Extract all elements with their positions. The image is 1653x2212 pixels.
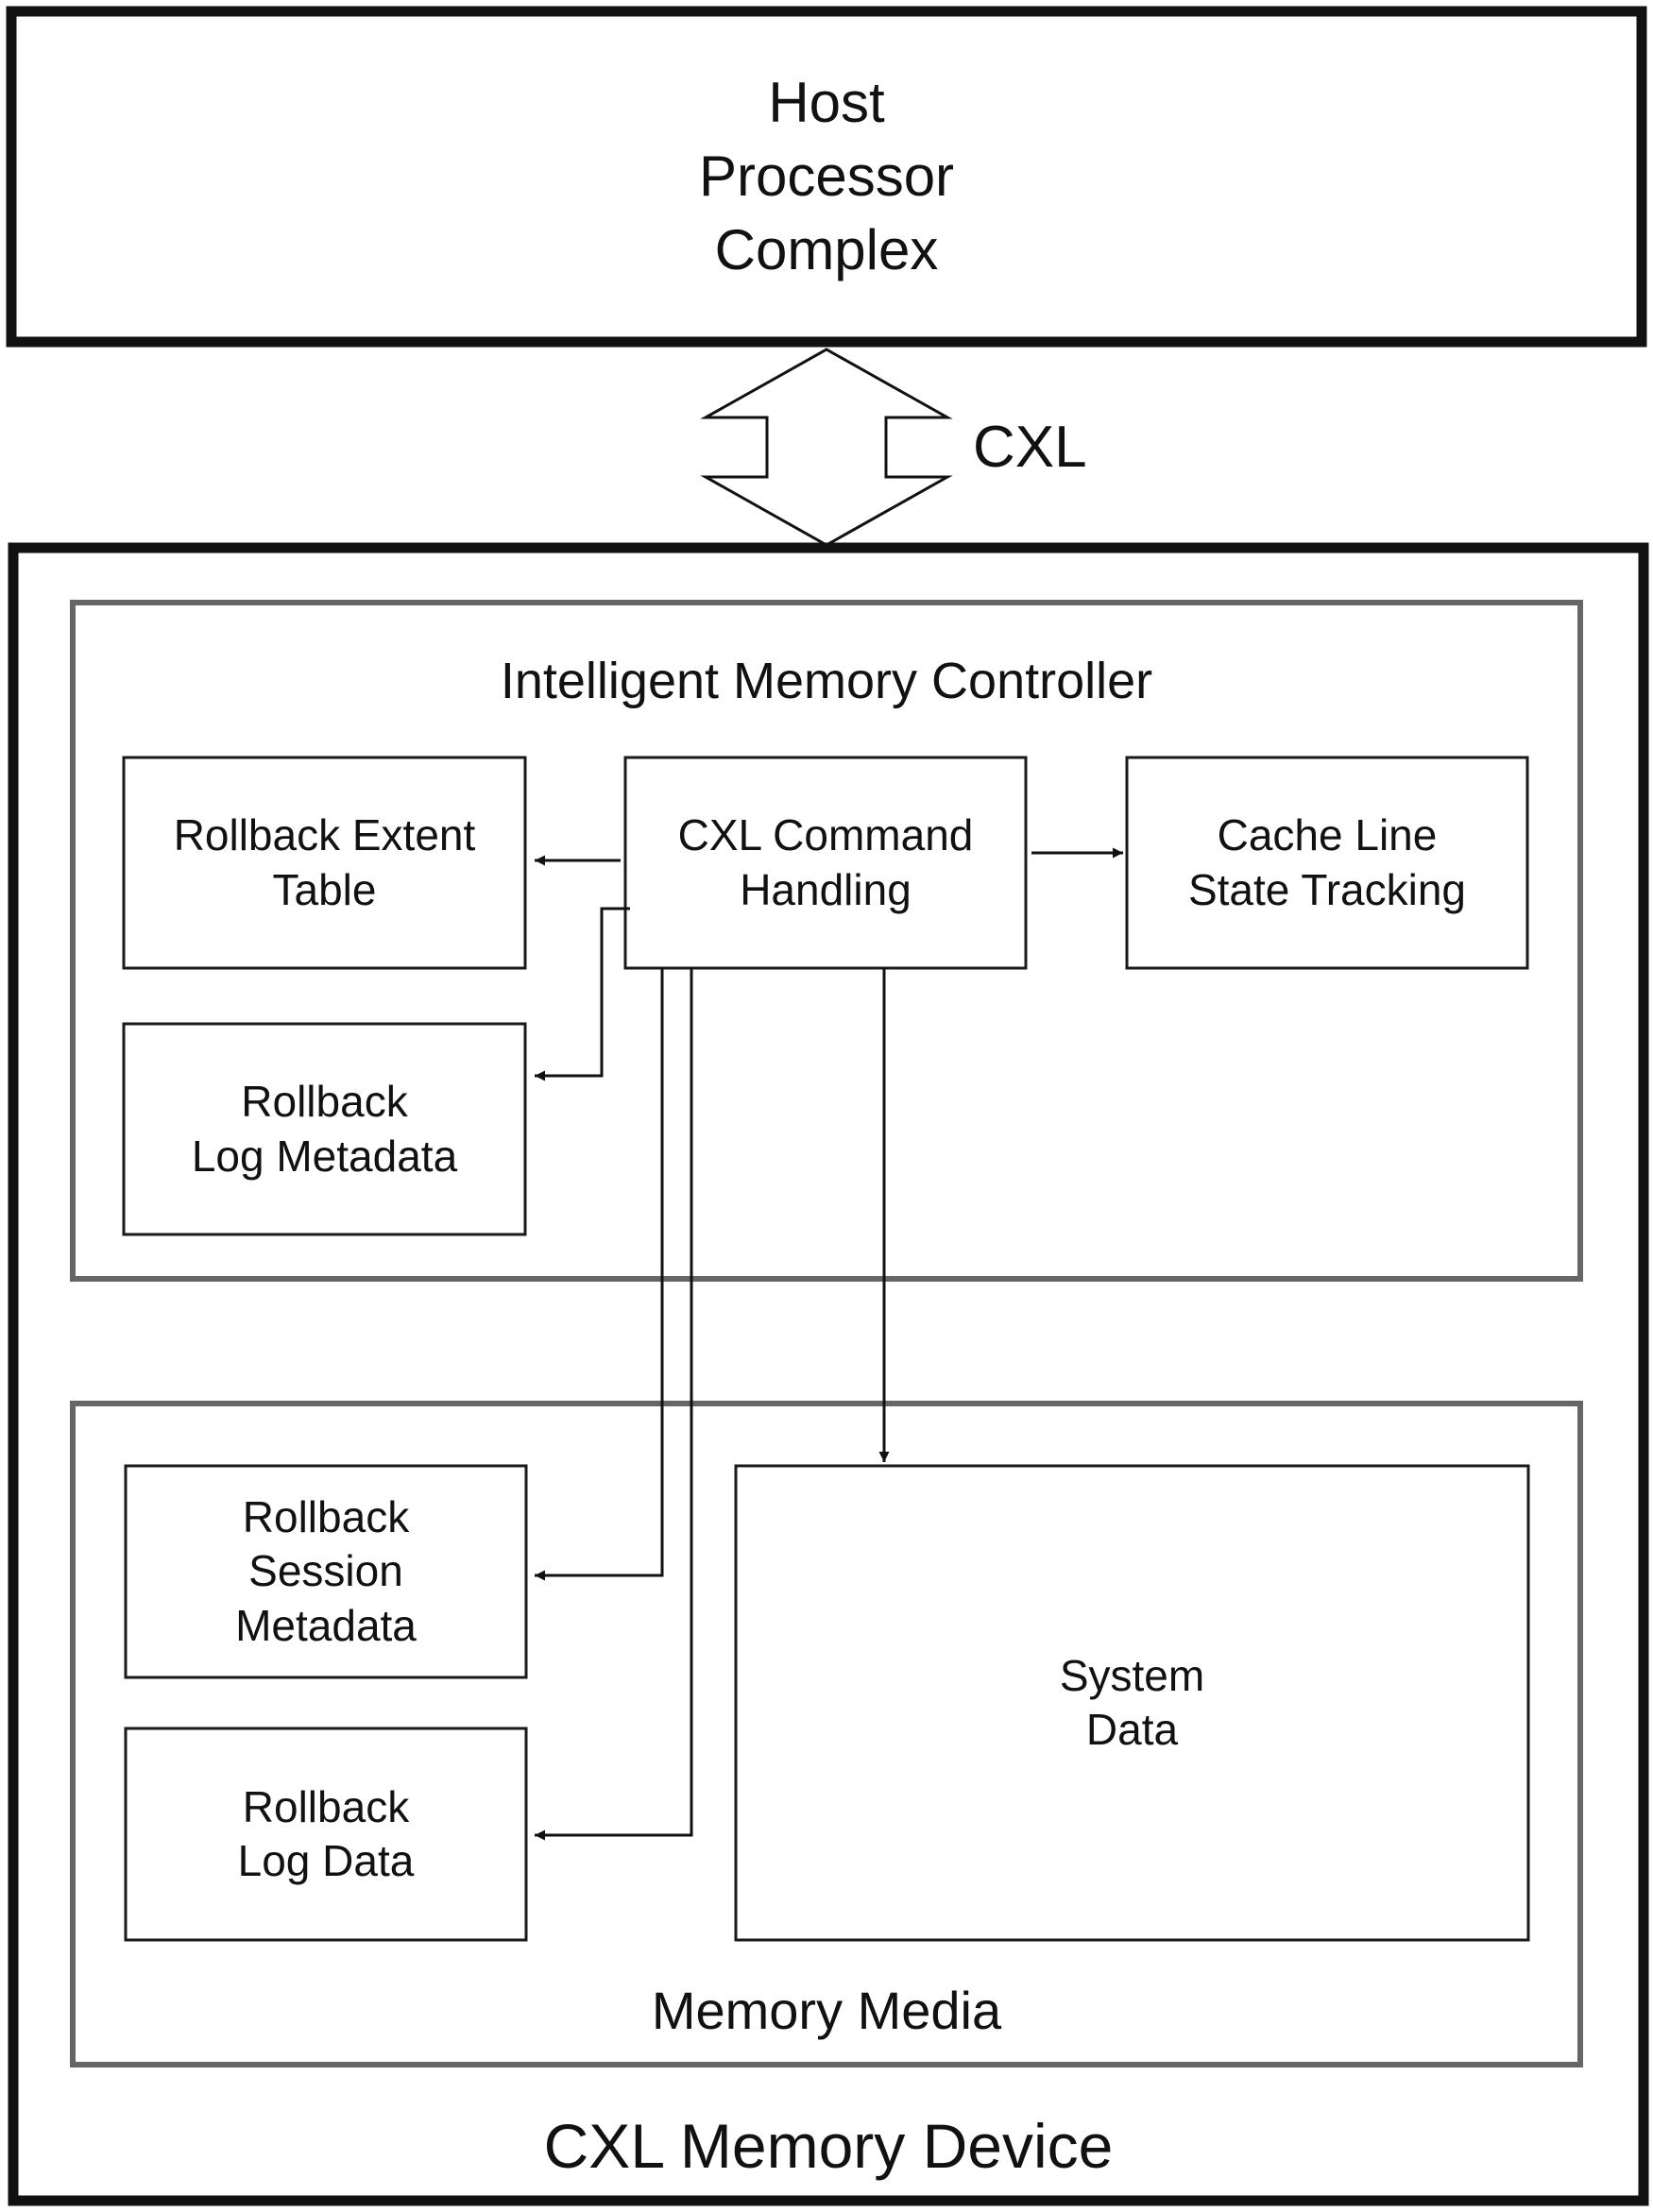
cxl-command-handling-label: CXL Command Handling [677, 810, 974, 914]
rollback-session-metadata-label: Rollback Session Metadata [235, 1492, 417, 1650]
rollback-log-data-box [124, 1727, 528, 1942]
cxl-memory-device-label: CXL Memory Device [543, 2111, 1114, 2182]
memory-controller-label: Intelligent Memory Controller [500, 652, 1153, 709]
connector-to-session-metadata [535, 968, 664, 1581]
memory-media-box [70, 1401, 1583, 2067]
host-processor-label: Host Processor Complex [698, 71, 955, 281]
system-data-label: System Data [1059, 1650, 1205, 1754]
rollback-log-metadata-label: Rollback Log Metadata [191, 1077, 458, 1181]
cxl-memory-device-box [8, 542, 1649, 2206]
cache-line-tracking-label: Cache Line State Tracking [1187, 810, 1467, 914]
cxl-command-handling-box [623, 756, 1028, 970]
connector-to-log-data [535, 968, 693, 1841]
host-processor-box [6, 6, 1647, 348]
memory-media-label: Memory Media [651, 1981, 1002, 2041]
cache-line-tracking-box [1125, 756, 1529, 970]
rollback-session-metadata-box [124, 1464, 528, 1679]
memory-controller-box [70, 600, 1583, 1282]
cxl-link-label: CXL [973, 414, 1087, 480]
cxl-link-arrow [700, 348, 953, 547]
rollback-log-data-label: Rollback Log Data [237, 1781, 415, 1885]
rollback-extent-table-label: Rollback Extent Table [173, 810, 476, 914]
connector-to-log-metadata [535, 907, 630, 1081]
system-data-box [734, 1464, 1530, 1942]
rollback-log-metadata-box [122, 1022, 527, 1236]
rollback-extent-table-box [122, 756, 527, 970]
